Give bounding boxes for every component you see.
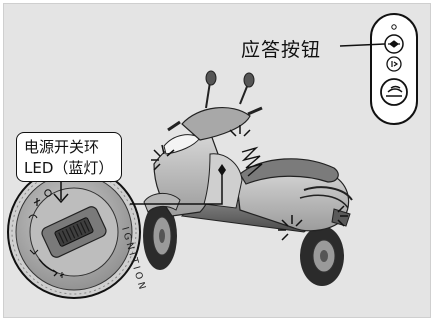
answer-button-label: 应答按钮 bbox=[241, 39, 322, 61]
seat-open-icon bbox=[28, 214, 38, 219]
ignition-knob[interactable] bbox=[40, 205, 108, 259]
front-wheel bbox=[143, 202, 177, 270]
rear-wheel bbox=[300, 226, 344, 286]
ignition-dial: IGNITION bbox=[7, 165, 148, 299]
dial-to-scooter-connector bbox=[130, 174, 223, 205]
illustration-panel: IGNITION 应答按钮 电源开关环 LED（蓝灯） bbox=[3, 3, 431, 318]
fob-indicator-led bbox=[391, 24, 397, 30]
scooter-locate-icon bbox=[388, 40, 400, 48]
remote-key-fob bbox=[370, 13, 418, 125]
ignition-location-marker bbox=[218, 164, 226, 176]
power-ring-label: 电源开关环 bbox=[24, 138, 100, 156]
turn-signal-flash bbox=[151, 125, 348, 241]
fuel-lid-icon bbox=[59, 272, 65, 278]
ring-symbols bbox=[28, 189, 65, 278]
answer-leader-line bbox=[339, 43, 386, 47]
power-ring-led-label: LED（蓝灯） bbox=[24, 159, 114, 177]
scooter bbox=[143, 70, 353, 286]
rotate-arrow-icon bbox=[52, 269, 58, 277]
start-button[interactable] bbox=[380, 78, 408, 106]
unlock-button[interactable] bbox=[386, 56, 402, 72]
signal-icon bbox=[386, 85, 403, 97]
on-arrow-icon bbox=[29, 249, 39, 255]
answer-button[interactable] bbox=[384, 34, 404, 54]
lock-position-icon bbox=[33, 198, 41, 206]
speaker-icon bbox=[391, 61, 399, 67]
led-leader-arrow bbox=[53, 193, 69, 204]
illustration: IGNITION bbox=[7, 13, 418, 299]
power-ring-callout bbox=[16, 132, 122, 182]
buzzer-sound-icon bbox=[241, 146, 263, 177]
off-position-icon bbox=[44, 189, 52, 197]
